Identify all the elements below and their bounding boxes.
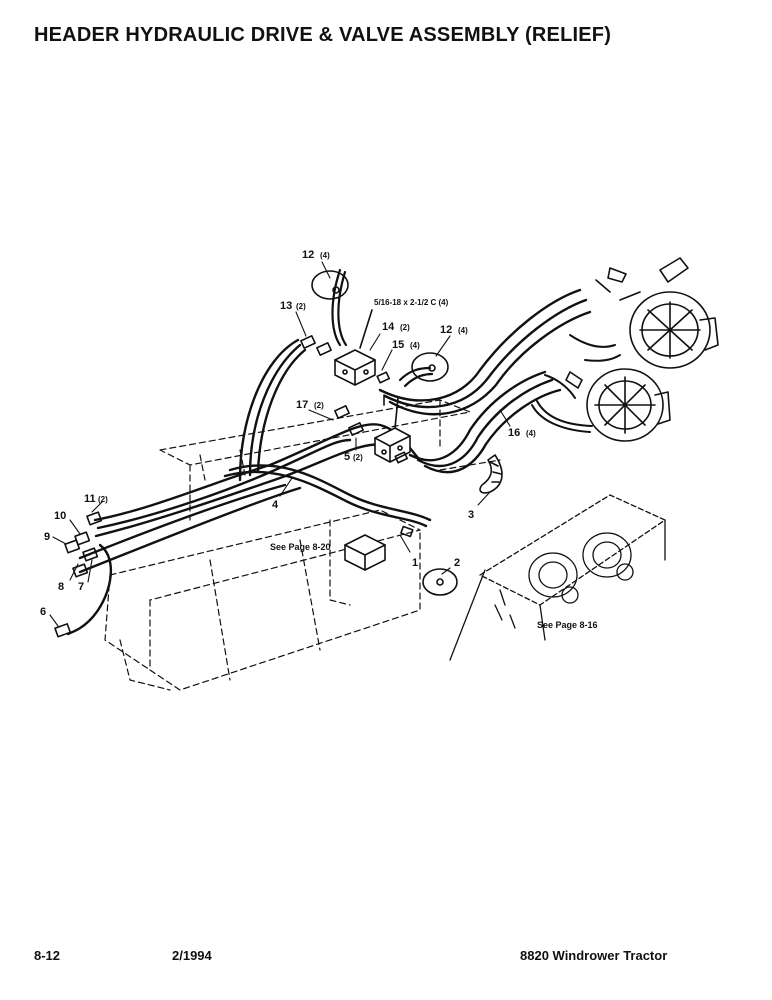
callout-13: 13 [280, 300, 292, 312]
callout-17: 17 [296, 399, 308, 411]
hose-bundle [66, 338, 422, 636]
revision-date: 2/1994 [172, 948, 212, 963]
hose-end-caps [311, 270, 458, 596]
callout-4: 4 [272, 499, 279, 511]
hydraulic-motor-lower [565, 368, 671, 442]
callout-5: 5 [344, 451, 350, 463]
hydraulic-motor-upper [595, 257, 719, 369]
callout-bolt: 5/16-18 x 2-1/2 C (4) [374, 298, 449, 307]
callout-7: 7 [78, 581, 84, 593]
callout-6: 6 [40, 606, 46, 618]
callout-1: 1 [412, 557, 418, 569]
valve-fittings [300, 309, 414, 538]
callout-16: 16 [508, 427, 520, 439]
bundle-end-fittings [54, 511, 103, 638]
callout-12a: 12 [302, 249, 314, 261]
callout-13-qty: (2) [296, 302, 306, 311]
upper-hoses [378, 288, 592, 474]
callout-14-qty: (2) [400, 323, 410, 332]
hose-12-loops [331, 268, 434, 388]
callout-14: 14 [382, 321, 395, 333]
valve-block-upper [334, 349, 376, 386]
callout-3: 3 [468, 509, 474, 521]
callout-10: 10 [54, 510, 66, 522]
valve-block-lower [374, 427, 411, 463]
callout-12a-qty: (4) [320, 251, 330, 260]
page-number: 8-12 [34, 948, 61, 963]
callout-5-qty: (2) [353, 453, 363, 462]
callout-12b: 12 [440, 324, 452, 336]
callout-15: 15 [392, 339, 404, 351]
callout-12b-qty: (4) [458, 326, 468, 335]
callout-9: 9 [44, 531, 50, 543]
relief-valve-body [344, 534, 386, 571]
callout-11: 11 [84, 493, 96, 505]
callout-16-qty: (4) [526, 429, 536, 438]
hose-guard-3 [479, 454, 503, 494]
callout-11-qty: (2) [98, 495, 108, 504]
header-drive-inset [449, 494, 666, 661]
line-4 [223, 464, 432, 528]
callout-8: 8 [58, 581, 64, 593]
callout-15-qty: (4) [410, 341, 420, 350]
model-name: 8820 Windrower Tractor [520, 948, 668, 963]
leader-lines [49, 261, 511, 627]
reference-page-8-20: See Page 8-20 [270, 542, 331, 552]
callout-17-qty: (2) [314, 401, 324, 410]
page-title: HEADER HYDRAULIC DRIVE & VALVE ASSEMBLY … [34, 24, 612, 46]
callout-labels: 12 (4) 13 (2) 5/16-18 x 2-1/2 C (4) 14 (… [40, 249, 598, 630]
tube-16 [531, 334, 621, 433]
callout-2: 2 [454, 557, 460, 569]
reference-page-8-16: See Page 8-16 [537, 620, 598, 630]
